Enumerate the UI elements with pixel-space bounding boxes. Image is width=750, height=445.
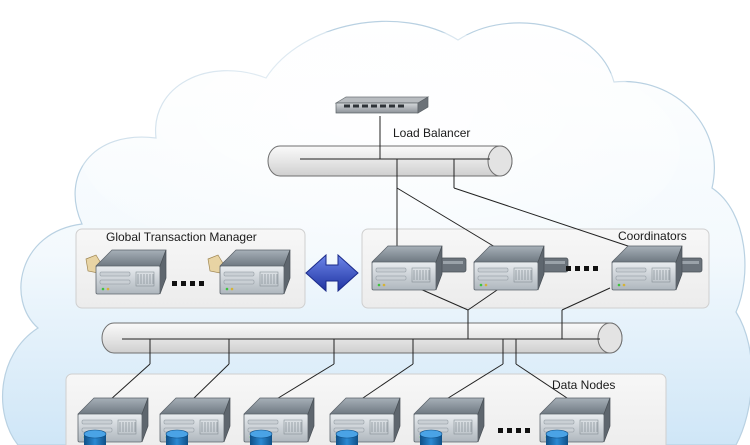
top-network-bus [267,145,513,177]
database-cylinder-icon [335,429,359,445]
database-cylinder-icon [165,429,189,445]
data-node-6 [539,397,611,445]
connection-lines [109,116,641,401]
database-cylinder-icon [249,429,273,445]
double-arrow-icon [305,253,359,293]
server-icon [95,249,167,295]
server-icon [473,245,545,291]
data-node-3 [243,397,315,445]
ellipsis-dots-icon [498,428,530,433]
server-icon [219,249,291,295]
data-node-5 [413,397,485,445]
server-icon [611,245,683,291]
bottom-network-bus [101,322,623,354]
data-node-1 [77,397,149,445]
gtm-group-label: Global Transaction Manager [106,230,257,244]
database-cylinder-icon [83,429,107,445]
data-node-4 [329,397,401,445]
database-cylinder-icon [545,429,569,445]
coordinators-group-label: Coordinators [618,229,687,243]
data-nodes-group-label: Data Nodes [552,378,616,392]
data-node-2 [159,397,231,445]
network-switch-icon [334,96,430,114]
load-balancer-label: Load Balancer [393,126,471,140]
ellipsis-dots-icon [172,281,204,286]
ellipsis-dots-icon [566,266,598,271]
server-icon [371,245,443,291]
database-cylinder-icon [419,429,443,445]
